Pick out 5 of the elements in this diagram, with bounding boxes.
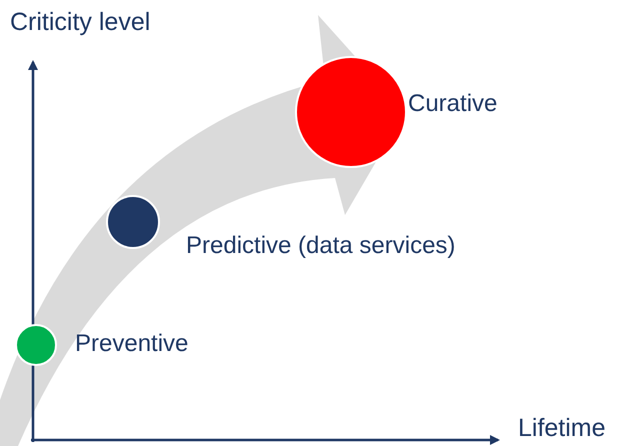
stage-label: Curative [408, 89, 498, 119]
axis-label: Lifetime [518, 414, 606, 443]
stage-label: Preventive [75, 329, 190, 359]
axis-label: Criticity level [10, 8, 150, 37]
stage-label: Predictive (data services) [186, 231, 456, 261]
